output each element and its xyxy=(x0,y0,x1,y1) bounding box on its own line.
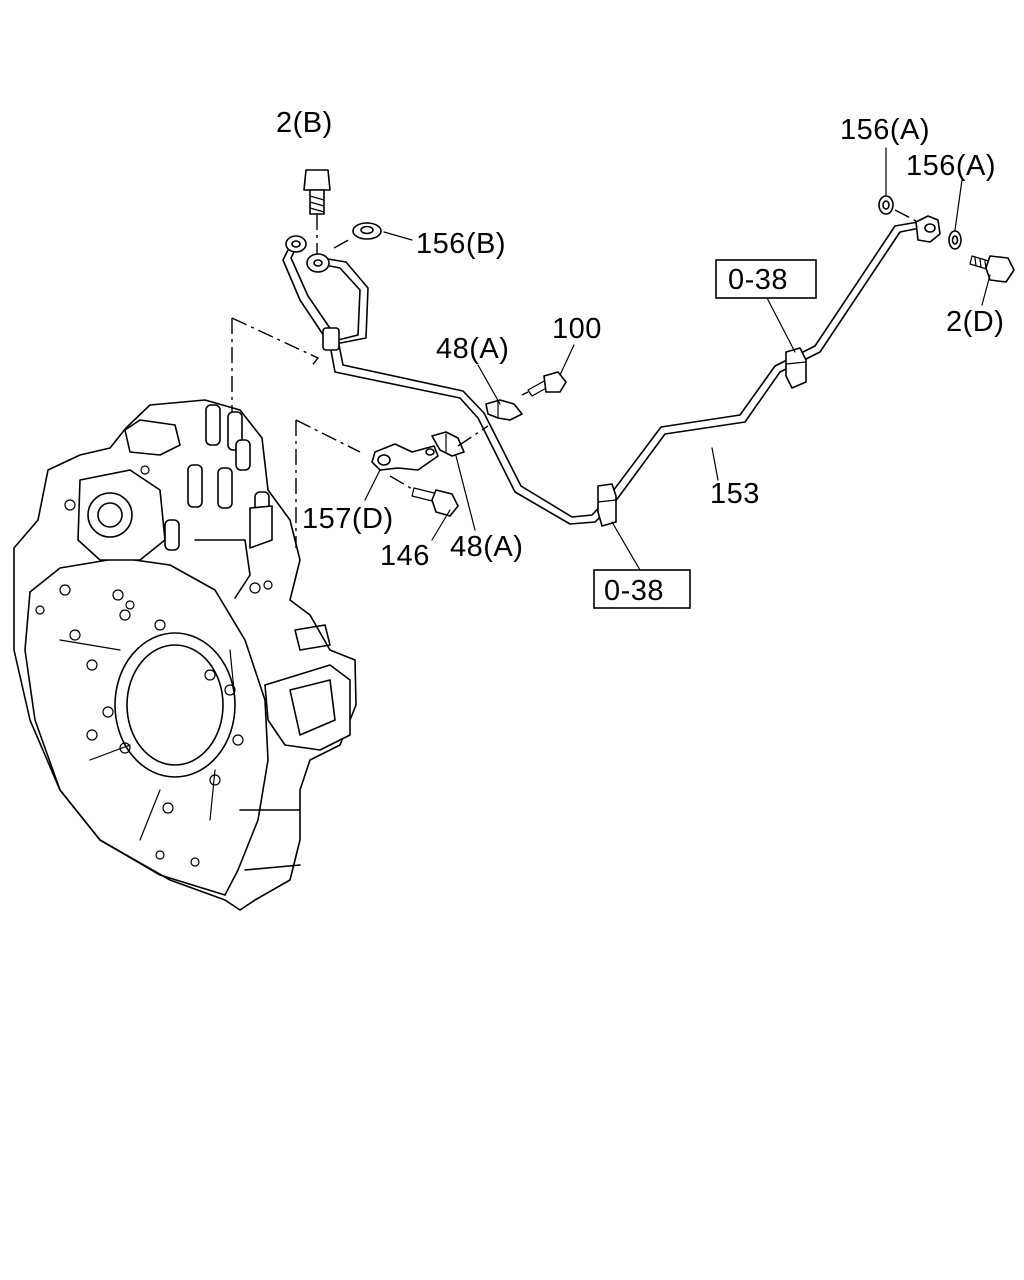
callout-leaders xyxy=(364,147,991,571)
bolt-2d-part xyxy=(969,255,1015,283)
clip-48a-lower-part xyxy=(431,431,465,457)
banjo-fitting-right xyxy=(915,215,941,243)
flywheel-housing-drawing xyxy=(13,399,357,911)
label-156a-top: 156(A) xyxy=(840,114,930,146)
fuel-pipe-153 xyxy=(282,221,921,525)
washer-156a-right-part xyxy=(948,230,962,250)
pipe-clamp-upper xyxy=(785,347,807,389)
label-2b: 2(B) xyxy=(276,107,333,139)
label-48a-upper: 48(A) xyxy=(436,333,509,365)
bolt-146-part xyxy=(389,475,459,517)
label-153: 153 xyxy=(710,478,760,510)
washer-156b-part xyxy=(333,222,382,249)
assembly-leader-lines xyxy=(231,317,361,548)
label-100: 100 xyxy=(552,313,602,345)
label-038-lower: 0-38 xyxy=(604,575,664,607)
bolt-100-part xyxy=(521,371,567,397)
banjo-fittings-left xyxy=(285,235,330,273)
label-157d: 157(D) xyxy=(302,503,394,535)
label-146: 146 xyxy=(380,540,430,572)
label-156b: 156(B) xyxy=(416,228,506,260)
label-038-upper: 0-38 xyxy=(728,264,788,296)
pipe-clamp-lower xyxy=(597,483,617,527)
clip-48a-upper-part xyxy=(485,399,523,421)
bracket-157d-part xyxy=(371,443,439,471)
label-48a-lower: 48(A) xyxy=(450,531,523,563)
label-2d: 2(D) xyxy=(946,306,1004,338)
washer-156a-top-part xyxy=(878,195,919,223)
ref-box-upper xyxy=(715,259,817,299)
ref-box-lower xyxy=(593,569,691,609)
clip-pairing-line xyxy=(457,425,489,447)
label-156a-right: 156(A) xyxy=(906,150,996,182)
bolt-2b-part xyxy=(303,169,331,255)
